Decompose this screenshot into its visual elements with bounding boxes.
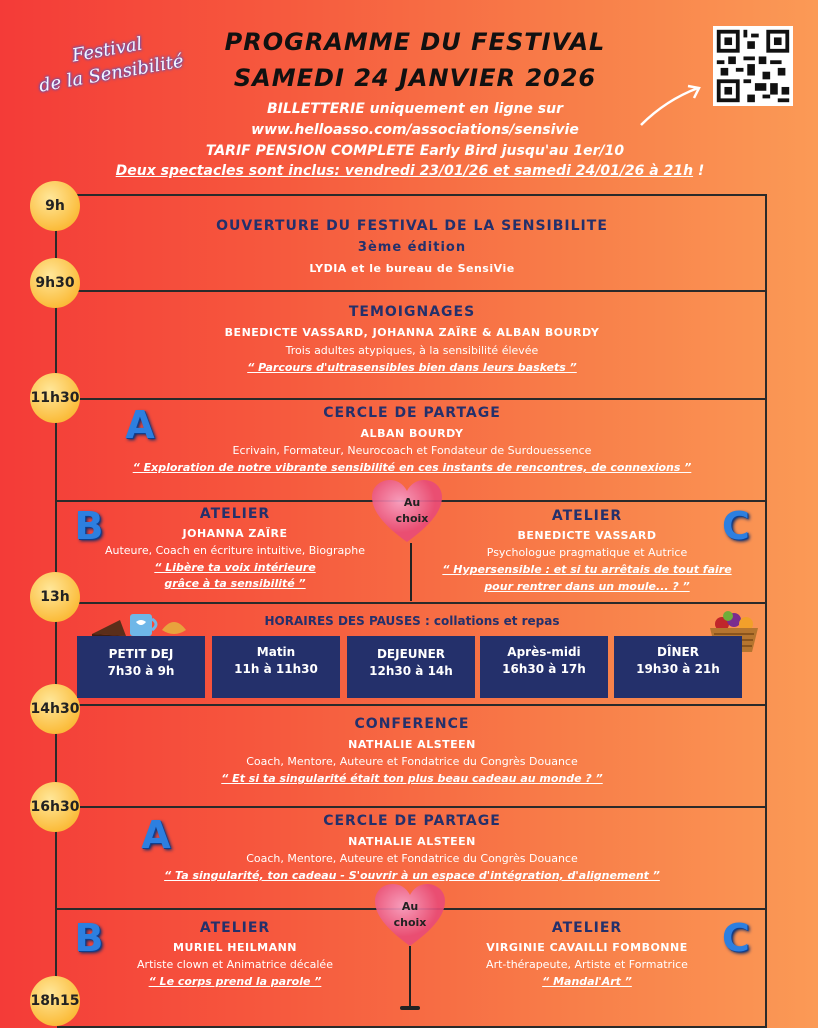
- atelier2-right-title: ATELIER: [551, 920, 623, 936]
- pause-time: 16h30 à 17h: [502, 662, 586, 676]
- cercle2-name: NATHALIE ALSTEEN: [348, 835, 476, 848]
- pause-time: 11h à 11h30: [234, 662, 318, 676]
- spectacles-text: Deux spectacles sont inclus: vendredi 23…: [115, 163, 694, 179]
- letter-b-icon: B: [74, 916, 104, 960]
- tarif-text: TARIF PENSION COMPLETE Early Bird jusqu'…: [205, 143, 625, 159]
- title-line2: SAMEDI 24 JANVIER 2026: [233, 64, 597, 92]
- time-badge: 9h30: [30, 258, 80, 308]
- pause-label: DÎNER: [657, 645, 699, 659]
- atelier2-left-name: MURIEL HEILMANN: [173, 941, 297, 954]
- pause-card: Matin 11h à 11h30: [212, 636, 340, 698]
- letter-a-icon: A: [141, 813, 171, 857]
- temoignages-names: BENEDICTE VASSARD, JOHANNA ZAÏRE & ALBAN…: [224, 326, 600, 339]
- atelier2-left-title: ATELIER: [199, 920, 271, 936]
- title-line1: PROGRAMME DU FESTIVAL: [224, 28, 606, 56]
- heart-choice-2: choix: [395, 512, 429, 525]
- time-badge: 16h30: [30, 782, 80, 832]
- atelier1-left-name: JOHANNA ZAÏRE: [182, 527, 288, 540]
- cercle2-title: CERCLE DE PARTAGE: [323, 813, 501, 829]
- time-badge: 13h: [30, 572, 80, 622]
- temoignages-desc: Trois adultes atypiques, à la sensibilit…: [285, 344, 539, 357]
- atelier2-right-desc: Art-thérapeute, Artiste et Formatrice: [486, 958, 688, 971]
- pause-time: 19h30 à 21h: [636, 662, 720, 676]
- cercle1-quote: “ Exploration de notre vibrante sensibil…: [132, 461, 692, 474]
- atelier1-right-quote2: pour rentrer dans un moule... ? ”: [484, 580, 690, 593]
- spectacles-line: Deux spectacles sont inclus: vendredi 23…: [60, 163, 760, 179]
- heart-choice-1: Au: [403, 496, 421, 509]
- atelier1-left-desc: Auteure, Coach en écriture intuitive, Bi…: [104, 544, 366, 557]
- pause-card: Après-midi 16h30 à 17h: [480, 636, 608, 698]
- pause-card: DÎNER 19h30 à 21h: [614, 636, 742, 698]
- time-badge: 11h30: [30, 373, 80, 423]
- qr-code-icon[interactable]: [713, 26, 793, 106]
- ouverture-edition: 3ème édition: [357, 240, 467, 255]
- cercle1-name: ALBAN BOURDY: [360, 427, 464, 440]
- temoignages-quote: “ Parcours d'ultrasensibles bien dans le…: [247, 361, 577, 374]
- heart-stem: [410, 543, 412, 601]
- heart-stem: [409, 946, 411, 1008]
- atelier1-left-quote2: grâce à ta sensibilité ”: [164, 577, 306, 590]
- heart-icon: [372, 480, 442, 542]
- letter-c-icon: C: [722, 916, 750, 960]
- heart-icon: [375, 884, 445, 946]
- spectacles-end: !: [693, 163, 705, 179]
- cercle2-desc: Coach, Mentore, Auteure et Fondatrice du…: [246, 852, 578, 865]
- atelier2-right-name: VIRGINIE CAVAILLI FOMBONNE: [486, 941, 688, 954]
- pause-label: PETIT DEJ: [108, 647, 174, 661]
- conference-name: NATHALIE ALSTEEN: [348, 738, 476, 751]
- temoignages-title: TEMOIGNAGES: [348, 304, 476, 320]
- letter-a-icon: A: [125, 403, 155, 447]
- heart-choice-2: choix: [393, 916, 427, 929]
- pauses-title: HORAIRES DES PAUSES : collations et repa…: [264, 614, 560, 628]
- pause-time: 7h30 à 9h: [107, 664, 175, 678]
- atelier1-right-quote1: “ Hypersensible : et si tu arrêtais de t…: [442, 563, 732, 576]
- pause-time: 12h30 à 14h: [369, 664, 453, 678]
- pause-card: PETIT DEJ 7h30 à 9h: [77, 636, 205, 698]
- pause-label: Matin: [256, 645, 296, 659]
- letter-c-icon: C: [722, 504, 750, 548]
- atelier1-right-desc: Psychologue pragmatique et Autrice: [486, 546, 688, 559]
- cercle1-title: CERCLE DE PARTAGE: [323, 405, 501, 421]
- atelier1-right-title: ATELIER: [551, 508, 623, 524]
- cercle2-quote: “ Ta singularité, ton cadeau - S'ouvrir …: [164, 869, 660, 882]
- cercle1-desc: Ecrivain, Formateur, Neurocoach et Fonda…: [232, 444, 592, 457]
- time-badge: 9h: [30, 181, 80, 231]
- arrow-to-qr-icon: [640, 84, 701, 126]
- atelier1-left-title: ATELIER: [199, 506, 271, 522]
- ticket-url[interactable]: www.helloasso.com/associations/sensivie: [251, 122, 579, 138]
- pause-label: Après-midi: [507, 645, 581, 659]
- time-badge: 18h15: [30, 976, 80, 1026]
- conference-title: CONFERENCE: [354, 716, 470, 732]
- atelier1-right-name: BENEDICTE VASSARD: [517, 529, 657, 542]
- atelier2-left-desc: Artiste clown et Animatrice décalée: [137, 958, 333, 971]
- ouverture-title: OUVERTURE DU FESTIVAL DE LA SENSIBILITE: [216, 218, 608, 234]
- pause-label: DEJEUNER: [376, 647, 446, 661]
- atelier1-left-quote1: “ Libère ta voix intérieure: [154, 561, 316, 574]
- atelier2-right-quote: “ Mandal'Art ”: [542, 975, 632, 988]
- letter-b-icon: B: [74, 504, 104, 548]
- conference-desc: Coach, Mentore, Auteure et Fondatrice du…: [246, 755, 578, 768]
- heart-stem-base: [400, 1006, 420, 1010]
- pause-card: DEJEUNER 12h30 à 14h: [347, 636, 475, 698]
- time-badge: 14h30: [30, 684, 80, 734]
- atelier2-left-quote: “ Le corps prend la parole ”: [148, 975, 322, 988]
- billetterie-text: BILLETTERIE uniquement en ligne sur: [266, 101, 564, 117]
- conference-quote: “ Et si ta singularité était ton plus be…: [221, 772, 603, 785]
- heart-choice-1: Au: [401, 900, 419, 913]
- ouverture-by: LYDIA et le bureau de SensiVie: [309, 262, 515, 275]
